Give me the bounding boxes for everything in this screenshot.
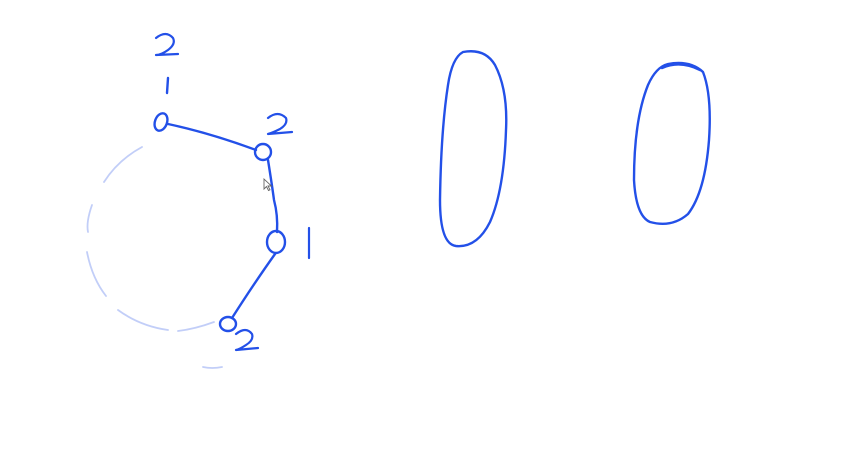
node-bottom xyxy=(218,315,238,333)
label-node-bottom-2: 2 xyxy=(234,328,260,352)
node-top xyxy=(153,112,169,132)
chain-path xyxy=(165,76,279,320)
label-node-upper-right-2: 2 xyxy=(266,112,294,136)
label-node-middle-right-1: 1 xyxy=(307,226,311,260)
dashed-circle xyxy=(86,146,223,369)
svg-text:2: 2 xyxy=(246,340,247,342)
mouse-pointer-icon xyxy=(263,177,273,192)
left-oval xyxy=(438,50,508,248)
right-oval xyxy=(632,61,711,225)
node-middle-right xyxy=(265,229,287,255)
svg-text:2: 2 xyxy=(280,124,281,126)
node-upper-right xyxy=(253,142,273,162)
label-node-top-2: 2 xyxy=(154,32,180,57)
svg-text:2: 2 xyxy=(166,46,167,48)
